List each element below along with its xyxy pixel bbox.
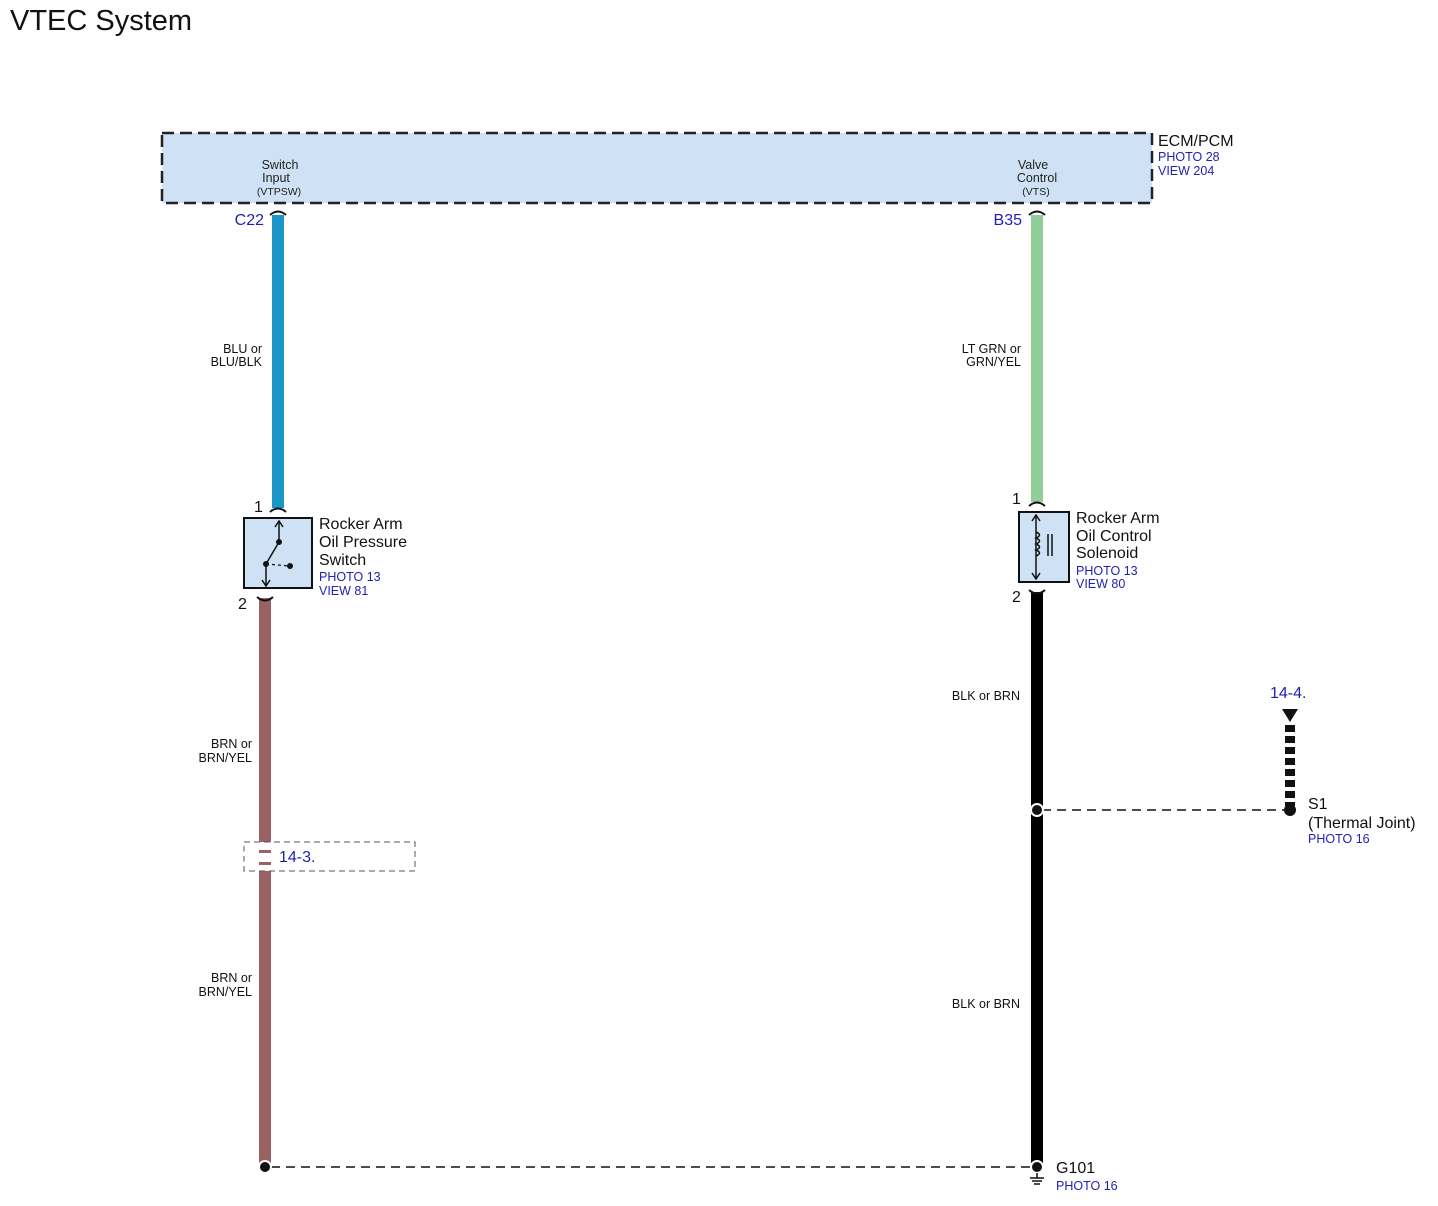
terminal-b35: [1028, 210, 1046, 216]
solenoid-name-line3: Solenoid: [1076, 545, 1138, 562]
splice-desc: (Thermal Joint): [1308, 815, 1416, 832]
splice-photo-ref[interactable]: PHOTO 16: [1308, 832, 1370, 846]
diagram-title: VTEC System: [10, 5, 192, 37]
switch-photo-ref[interactable]: PHOTO 13: [319, 570, 381, 584]
solenoid-pin-1: 1: [1012, 491, 1021, 508]
switch-name-line2: Oil Pressure: [319, 534, 407, 551]
wire-segment-b: [259, 862, 271, 865]
ecm-pin-valve-control-abbr: (VTS): [1022, 186, 1049, 198]
link-arrow-icon: [1282, 709, 1298, 722]
ecm-pin-valve-control-line2: Control: [1017, 171, 1057, 185]
switch-name-line1: Rocker Arm: [319, 516, 403, 533]
ground-icon: [1030, 1173, 1044, 1185]
link-ref-14-4[interactable]: 14-4.: [1270, 685, 1306, 702]
solenoid-view-ref[interactable]: VIEW 80: [1076, 577, 1125, 591]
solenoid-name-line2: Oil Control: [1076, 528, 1152, 545]
connector-c22[interactable]: C22: [235, 212, 264, 229]
splice-s1-dot[interactable]: [1284, 804, 1296, 816]
link-box-14-3[interactable]: [243, 841, 416, 872]
terminal-solenoid-2: [1028, 589, 1046, 595]
ecm-photo-ref[interactable]: PHOTO 28: [1158, 150, 1220, 164]
terminal-switch-2: [256, 596, 274, 602]
wire-segment-a: [259, 850, 271, 853]
wire-label-left-bottom-2: BRN/YEL: [199, 985, 253, 999]
wire-label-right-mid: BLK or BRN: [952, 689, 1020, 703]
solenoid-pin-2: 2: [1012, 589, 1021, 606]
ecm-pin-valve-control-line1: Valve: [1018, 158, 1048, 172]
wire-label-right-bottom: BLK or BRN: [952, 997, 1020, 1011]
ground-photo-ref[interactable]: PHOTO 16: [1056, 1179, 1118, 1193]
ecm-pin-switch-input-abbr: (VTPSW): [257, 186, 301, 198]
wire-label-left-mid-2: BRN/YEL: [199, 751, 253, 765]
switch-name-line3: Switch: [319, 552, 366, 569]
terminal-c22: [269, 210, 287, 216]
switch-pin-1: 1: [254, 499, 263, 516]
connector-b35[interactable]: B35: [994, 212, 1023, 229]
wire-label-left-top-2: BLU/BLK: [211, 355, 263, 369]
wire-label-left-bottom-1: BRN or: [211, 971, 252, 985]
ecm-pcm-label: ECM/PCM: [1158, 133, 1234, 150]
ground-node-left[interactable]: [258, 1160, 272, 1174]
oil-control-solenoid[interactable]: [1018, 511, 1070, 583]
ecm-pin-switch-input-line1: Switch: [262, 158, 299, 172]
terminal-solenoid-1: [1028, 501, 1046, 507]
ground-name: G101: [1056, 1160, 1095, 1177]
solenoid-photo-ref[interactable]: PHOTO 13: [1076, 564, 1138, 578]
wire-label-left-top-1: BLU or: [223, 342, 262, 356]
splice-name: S1: [1308, 796, 1328, 813]
oil-pressure-switch[interactable]: [243, 517, 313, 589]
wire-label-right-top-2: GRN/YEL: [966, 355, 1021, 369]
ecm-pin-switch-input-line2: Input: [262, 171, 290, 185]
switch-view-ref[interactable]: VIEW 81: [319, 584, 368, 598]
link-ref-14-3[interactable]: 14-3.: [279, 849, 315, 866]
wire-label-left-mid-1: BRN or: [211, 737, 252, 751]
wire-label-right-top-1: LT GRN or: [962, 342, 1021, 356]
solenoid-name-line1: Rocker Arm: [1076, 510, 1160, 527]
ecm-pcm-box[interactable]: [160, 131, 1154, 205]
terminal-switch-1: [269, 507, 287, 513]
switch-pin-2: 2: [238, 596, 247, 613]
splice-node[interactable]: [1030, 803, 1044, 817]
ground-node-right[interactable]: [1030, 1160, 1044, 1174]
ecm-view-ref[interactable]: VIEW 204: [1158, 164, 1214, 178]
